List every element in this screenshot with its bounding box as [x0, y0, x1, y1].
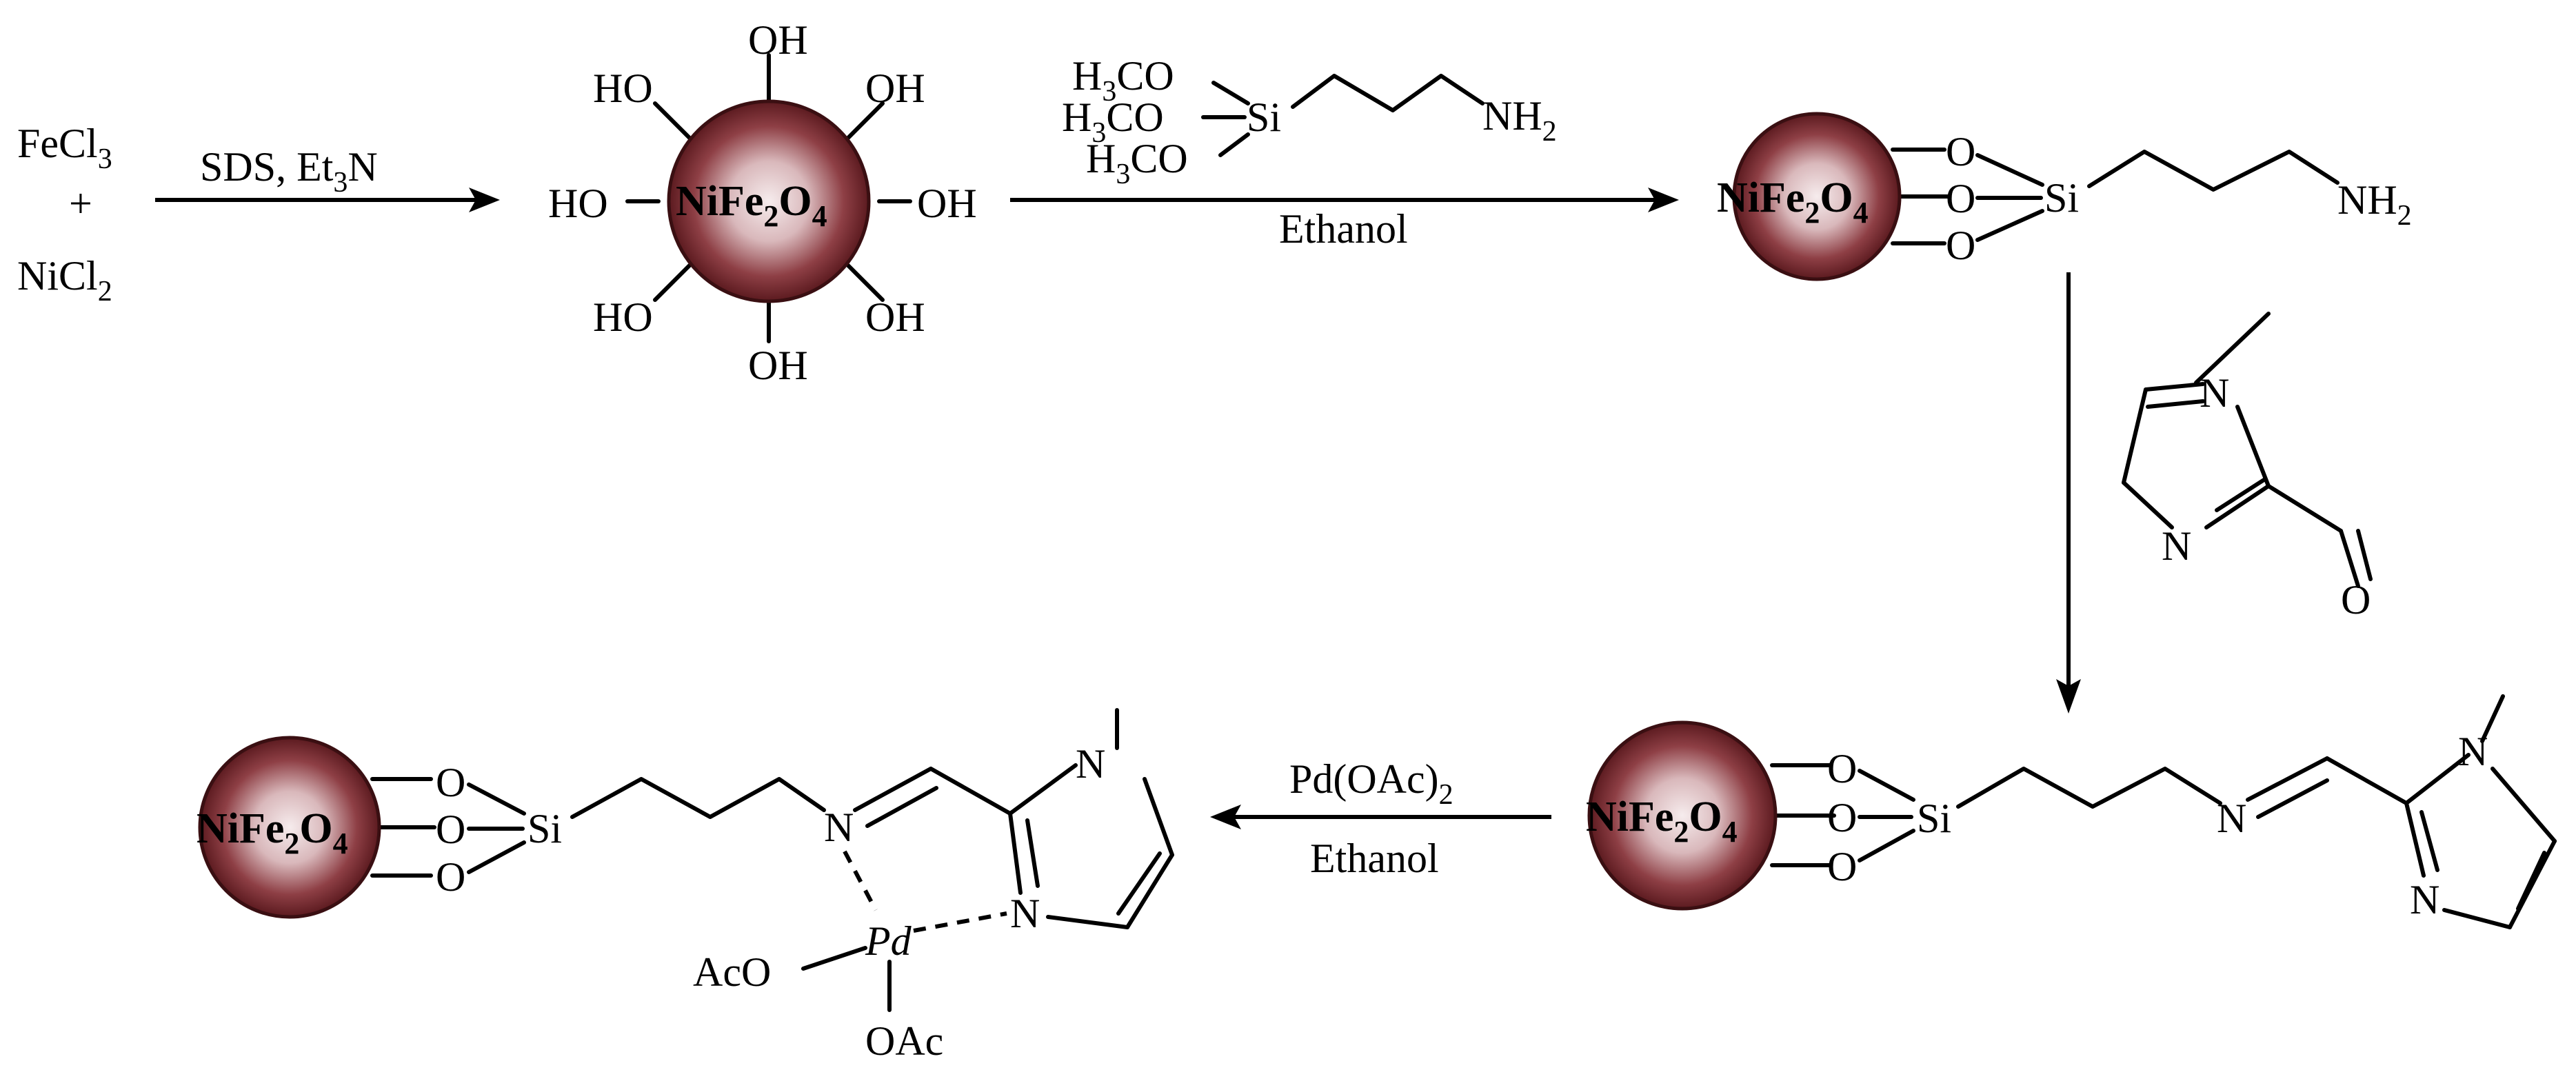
silane-nh2: NH2 — [1482, 93, 1557, 148]
oxygen-6: O — [1827, 844, 1857, 889]
silicon-2: Si — [1917, 796, 1951, 841]
imine-imidazole-n3: N — [2410, 877, 2439, 922]
silane-och3-3: H3CO — [1086, 136, 1188, 190]
ho-left: HO — [548, 181, 608, 226]
step1-reagent: SDS, Et3N — [200, 144, 378, 199]
silicon-3: Si — [527, 806, 562, 851]
nanoparticle-label-4: NiFe2O4 — [197, 805, 348, 860]
pd-imidazole-n3: N — [1010, 891, 1040, 936]
pd-acetate-bottom: OAc — [865, 1018, 943, 1064]
oxygen-7: O — [436, 760, 465, 805]
step4-reagent: Pd(OAc)2 — [1289, 756, 1453, 811]
pd-imidazole-n1: N — [1076, 741, 1105, 787]
oh-top: OH — [748, 17, 808, 63]
oxygen-9: O — [436, 854, 465, 900]
silane-och3-1: H3CO — [1072, 53, 1174, 108]
oh-upper-right: OH — [865, 65, 925, 111]
oxygen-4: O — [1827, 746, 1857, 791]
reactant-fecl3: FeCl3 — [17, 121, 112, 175]
pd-acetate-left: AcO — [693, 949, 771, 995]
imine-imidazole-n1: N — [2458, 729, 2488, 774]
imine-n: N — [2217, 796, 2246, 841]
reactant-plus: + — [69, 181, 92, 226]
oxygen-5: O — [1827, 795, 1857, 840]
nanoparticle-label-2: NiFe2O4 — [1717, 174, 1869, 230]
silane-si: Si — [1247, 94, 1281, 140]
palladium: Pd — [865, 918, 912, 964]
oh-bottom: OH — [748, 343, 808, 388]
reactants: FeCl3 + NiCl2 — [17, 121, 112, 307]
nanoparticle-sphere-3 — [1587, 720, 1778, 911]
oxygen-2: O — [1946, 176, 1975, 221]
oxygen-8: O — [436, 807, 465, 852]
amine-nh2: NH2 — [2337, 177, 2412, 232]
step4-solvent: Ethanol — [1310, 836, 1439, 881]
aldehyde-o: O — [2341, 577, 2371, 623]
arrow-step2: H3CO H3CO H3CO Si NH2 Ethanol — [1010, 53, 1679, 252]
hydroxyl-nanoparticle: NiFe2O4 OH HO OH HO OH HO OH OH — [548, 17, 977, 388]
nanoparticle-sphere-2 — [1732, 112, 1902, 281]
pd-imine-n: N — [824, 805, 854, 850]
silicon-1: Si — [2044, 175, 2079, 221]
arrow-step4: Pd(OAc)2 Ethanol — [1210, 756, 1551, 881]
ho-upper-left: HO — [593, 65, 653, 111]
oxygen-1: O — [1946, 129, 1975, 174]
imidazole-n1: N — [2200, 370, 2229, 416]
silane-och3-2: H3CO — [1062, 94, 1164, 149]
nanoparticle-label-1: NiFe2O4 — [676, 178, 827, 233]
nanoparticle-sphere-1 — [667, 99, 871, 303]
imidazole-aldehyde: N N O — [2122, 312, 2373, 623]
aptms-reagent: H3CO H3CO H3CO Si NH2 — [1062, 53, 1557, 190]
imidazole-n3: N — [2162, 523, 2191, 569]
arrow-step1: SDS, Et3N — [155, 144, 500, 212]
pd-complex-np: NiFe2O4 O O O Si N N N Pd AcO OAc — [197, 708, 1174, 1064]
oh-lower-right: OH — [865, 294, 925, 340]
nanoparticle-label-3: NiFe2O4 — [1586, 794, 1738, 849]
oxygen-3: O — [1946, 223, 1975, 268]
ho-lower-left: HO — [593, 294, 653, 340]
nanoparticle-sphere-4 — [198, 736, 381, 919]
oh-right: OH — [917, 181, 977, 226]
imine-functionalized-np: NiFe2O4 O O O Si N N N — [1586, 694, 2557, 929]
arrow-step3: N N O — [2056, 272, 2373, 714]
reactant-nicl2: NiCl2 — [17, 253, 112, 307]
step2-solvent: Ethanol — [1279, 206, 1408, 252]
amine-functionalized-np: NiFe2O4 O O O Si NH2 — [1717, 112, 2412, 281]
